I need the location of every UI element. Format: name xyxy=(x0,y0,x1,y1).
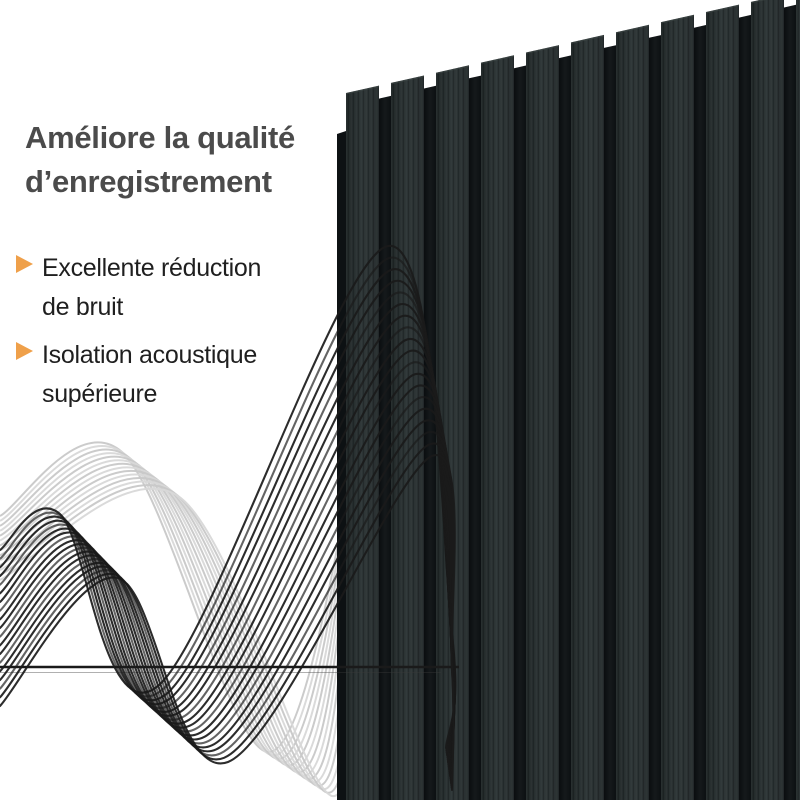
triangle-right-icon xyxy=(16,255,33,273)
acoustic-slat-panel xyxy=(337,0,800,800)
headline: Améliore la qualité d’enregistrement xyxy=(25,116,295,204)
bullet-text: Isolation acoustique supérieure xyxy=(42,336,257,414)
triangle-right-icon xyxy=(16,342,33,360)
bullet-2-line-1: Isolation acoustique xyxy=(42,341,257,369)
sound-wave-dark-lines xyxy=(0,244,459,792)
bullet-1-line-1: Excellente réduction xyxy=(42,254,262,282)
bullet-text: Excellente réduction de bruit xyxy=(42,249,261,327)
headline-line-2: d’enregistrement xyxy=(25,164,272,199)
sound-wave-light-lines xyxy=(0,441,355,798)
bullet-noise-reduction: Excellente réduction de bruit xyxy=(16,249,261,327)
bullet-2-line-2: supérieure xyxy=(42,380,158,408)
bullet-acoustic-insulation: Isolation acoustique supérieure xyxy=(16,336,257,414)
headline-line-1: Améliore la qualité xyxy=(25,120,295,155)
bullet-1-line-2: de bruit xyxy=(42,293,123,321)
